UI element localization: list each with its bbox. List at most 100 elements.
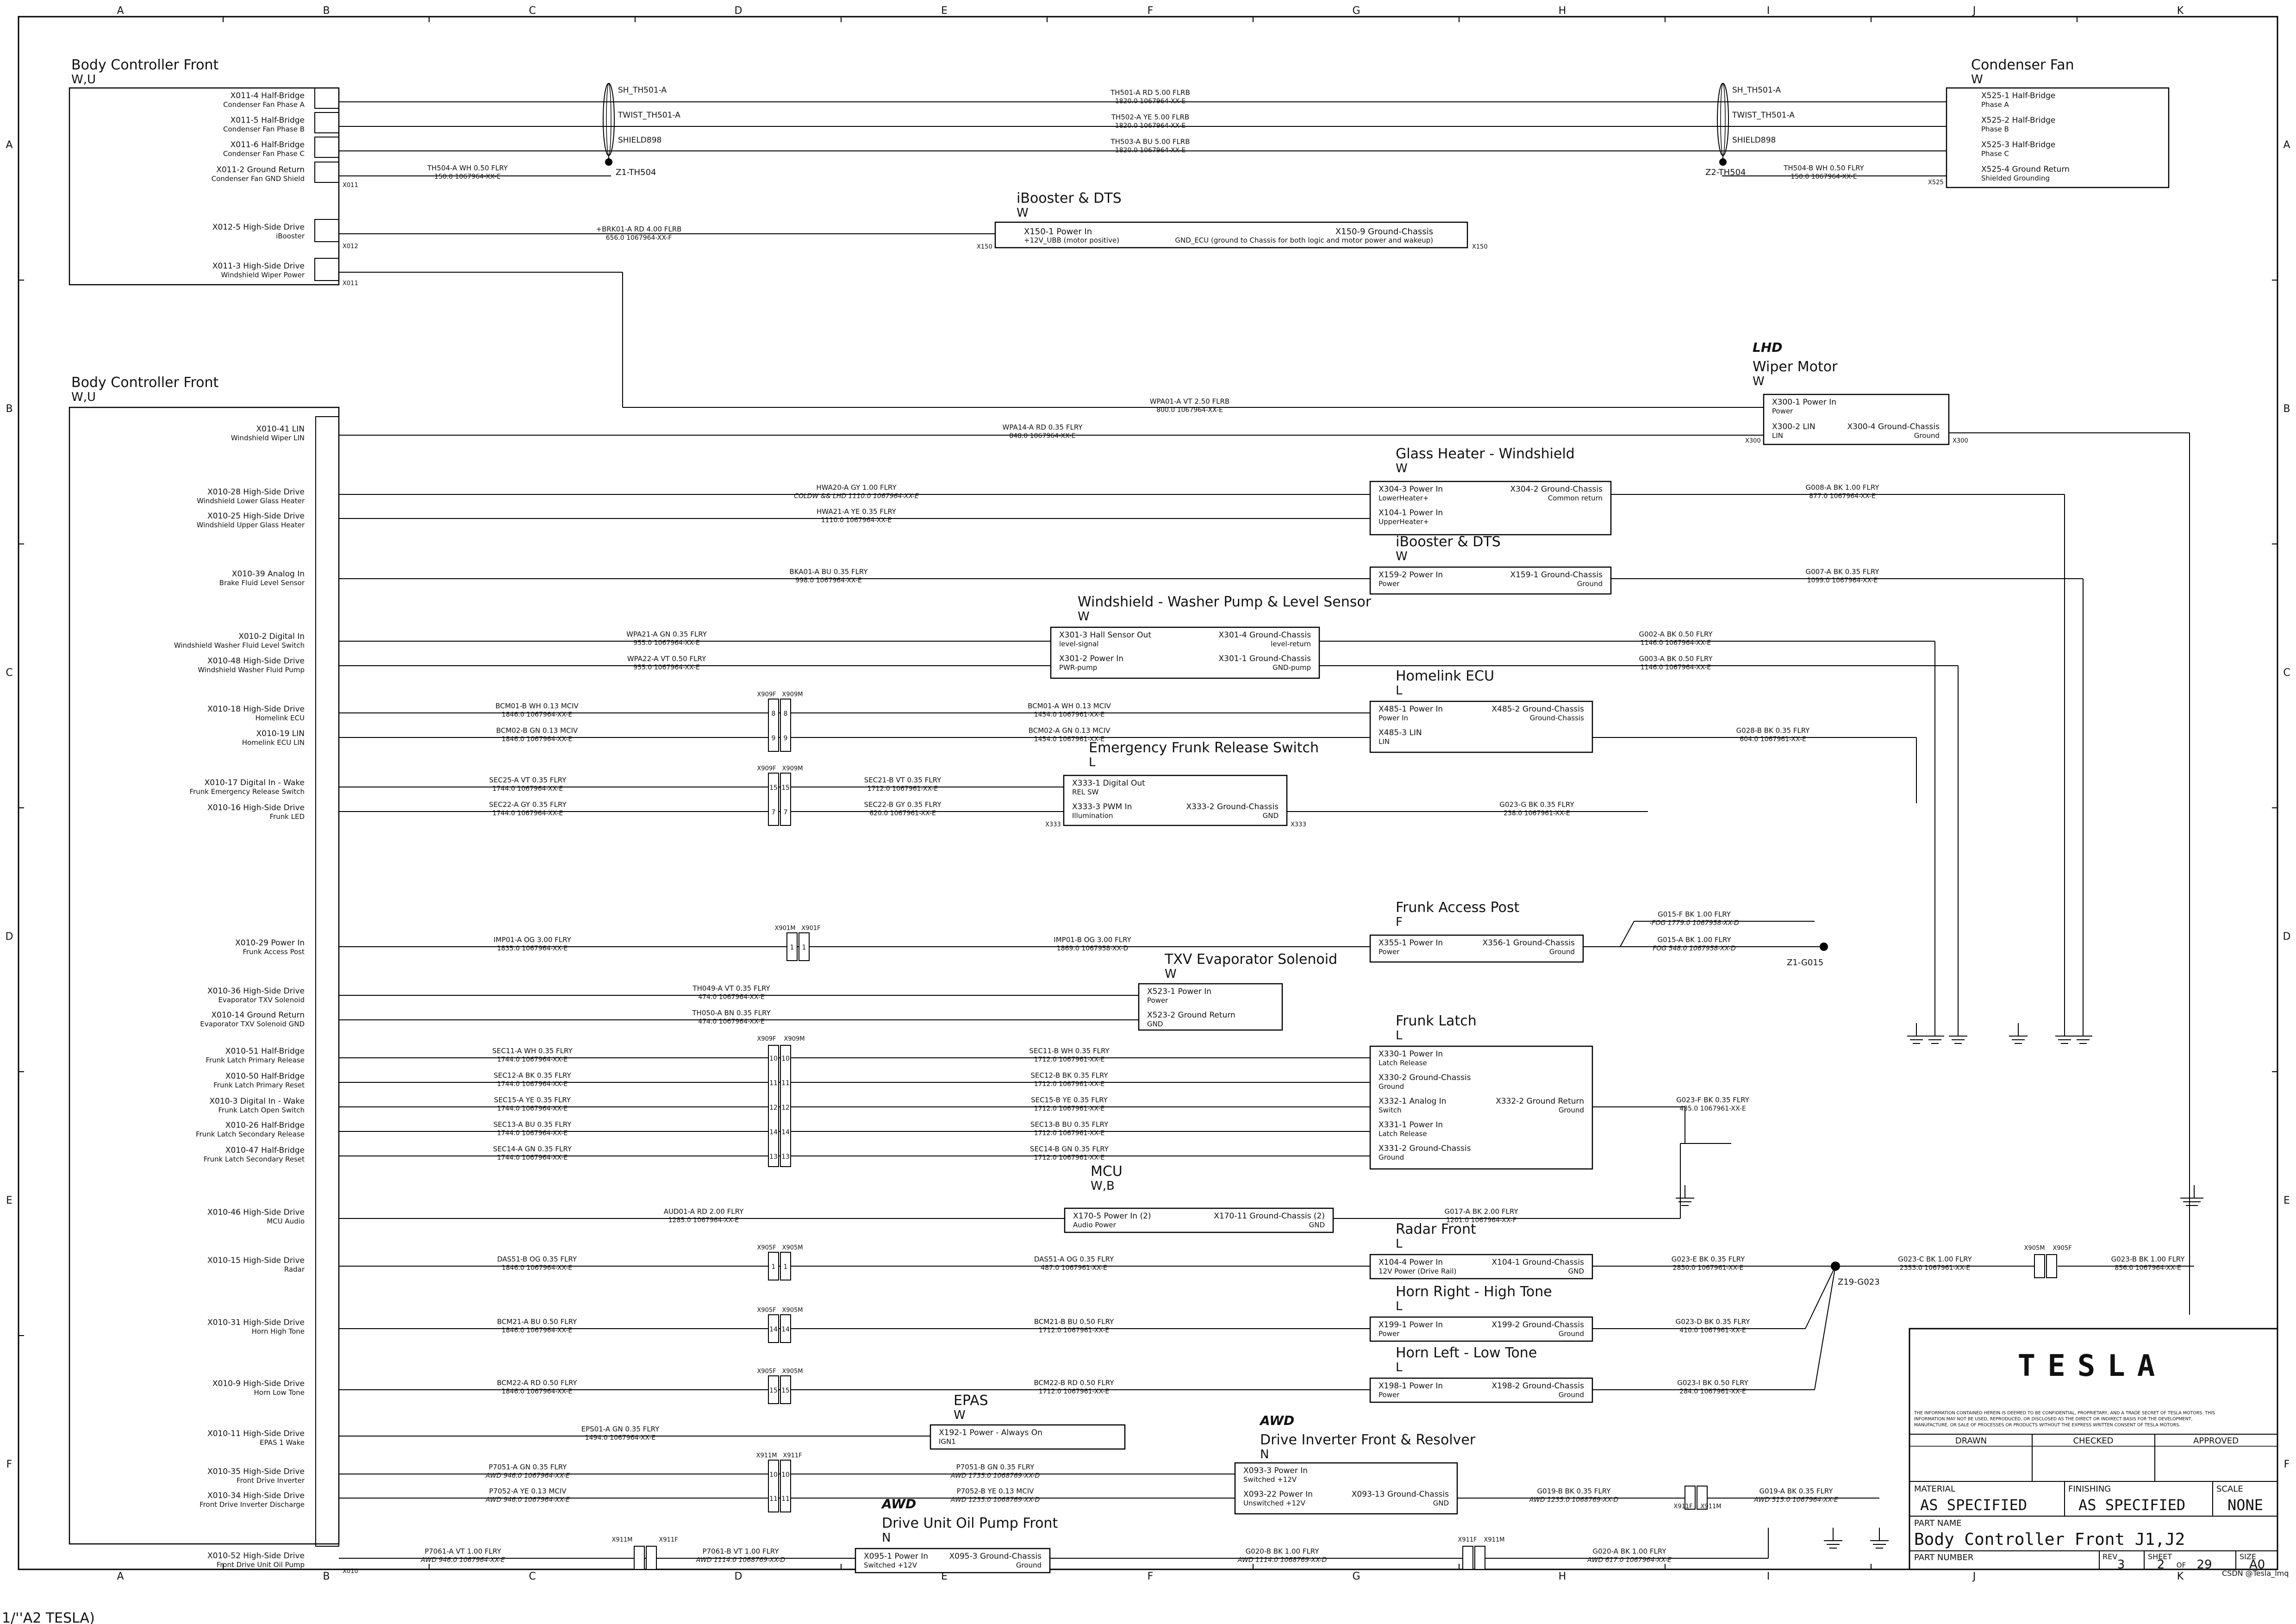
pin-label: X104-4 Power In bbox=[1379, 1258, 1443, 1267]
connector-tag: X333 bbox=[1045, 821, 1061, 828]
inline-connector-left bbox=[1462, 1546, 1473, 1570]
wire-length-bcm01b: 1846.0 1067964-XX-E bbox=[502, 711, 573, 718]
wire-id-bcm02b: BCM02-B GN 0.13 MCIV bbox=[496, 726, 578, 735]
inline-connector-right bbox=[780, 773, 791, 826]
wire-length-th503a: 1820.0 1067964-XX-E bbox=[1115, 147, 1186, 154]
finishing-label: FINISHING bbox=[2068, 1484, 2111, 1494]
chassis-ground-symbol bbox=[1870, 1528, 1889, 1549]
wire-id-sec12b: SEC12-B BK 0.35 FLRY bbox=[1030, 1071, 1108, 1080]
bcf2-pin-desc: Evaporator TXV Solenoid GND bbox=[200, 1020, 305, 1028]
condenser-pin: X525-4 Ground Return bbox=[1981, 165, 2070, 174]
twist-label: TWIST_TH501-A bbox=[1732, 111, 1795, 120]
pin-label: X093-13 Ground-Chassis bbox=[1352, 1490, 1449, 1499]
grid-row-right-D: D bbox=[2283, 931, 2291, 943]
pin-label: X104-1 Ground-Chassis bbox=[1492, 1258, 1585, 1267]
bcf2-pin-desc: Horn High Tone bbox=[252, 1327, 305, 1336]
wire-id-wpa14a: WPA14-A RD 0.35 FLRY bbox=[1003, 423, 1083, 431]
grid-row-left-D: D bbox=[6, 931, 13, 943]
module-location: W,U bbox=[71, 390, 96, 404]
title-block-frame bbox=[1909, 1328, 2278, 1570]
pin-label: X330-2 Ground-Chassis bbox=[1379, 1073, 1471, 1082]
splice-label: Z19-G023 bbox=[1838, 1277, 1880, 1287]
module-title: Windshield - Washer Pump & Level Sensor bbox=[1078, 594, 1372, 610]
pin-label-desc: Ground bbox=[1914, 431, 1940, 440]
pin-label-desc: Power In bbox=[1379, 714, 1408, 722]
bcf1-pin: X011-3 High-Side Drive bbox=[212, 262, 305, 271]
wire-length-sec13b: 1712.0 1067961-XX-E bbox=[1034, 1130, 1105, 1137]
chassis-ground-symbol bbox=[1676, 1185, 1694, 1206]
wire-id-wpa21a: WPA21-A GN 0.35 FLRY bbox=[626, 630, 707, 638]
inline-pin-num: 11 bbox=[781, 1495, 790, 1503]
scale-label: SCALE bbox=[2216, 1484, 2243, 1494]
approved-label: APPROVED bbox=[2193, 1436, 2239, 1446]
wire-length-g023b: 856.0 1067964-XX-E bbox=[2115, 1264, 2181, 1272]
inline-connector-left bbox=[768, 773, 779, 826]
condenser-fan-box bbox=[1946, 87, 2170, 188]
inline-tag: X909F bbox=[757, 1036, 776, 1043]
bcf2-module-box bbox=[69, 406, 340, 1545]
inline-tag: X905F bbox=[757, 1307, 776, 1314]
bcf2-pin: X010-11 High-Side Drive bbox=[207, 1429, 305, 1438]
module-title: Body Controller Front bbox=[71, 375, 218, 391]
inline-tag: X905M bbox=[2024, 1245, 2045, 1252]
grid-row-left-A: A bbox=[6, 139, 12, 151]
module-title: Drive Inverter Front & Resolver bbox=[1260, 1432, 1476, 1448]
wire-id-imp01a: IMP01-A OG 3.00 FLRY bbox=[493, 936, 571, 944]
condenser-pin-desc: Phase C bbox=[1981, 150, 2009, 158]
wire-length-th501a: 1820.0 1067964-XX-E bbox=[1115, 98, 1186, 105]
module-location: W bbox=[1753, 375, 1765, 388]
wire-id-g019b: G019-B BK 0.35 FLRY bbox=[1537, 1487, 1611, 1495]
module-location: F bbox=[1396, 915, 1403, 929]
inline-tag: X909M bbox=[782, 765, 803, 772]
inline-tag: X905M bbox=[782, 1244, 803, 1251]
wire-length-brk01a: 656.0 1067964-XX-F bbox=[606, 234, 672, 242]
grid-col-top-H: H bbox=[1559, 5, 1566, 17]
bcf2-pin: X010-14 Ground Return bbox=[211, 1011, 305, 1020]
bcf1-pin-frame bbox=[314, 112, 339, 133]
pin-label: X095-1 Power In bbox=[864, 1552, 928, 1561]
wire-length-sec13a: 1744.0 1067964-XX-E bbox=[497, 1130, 568, 1137]
connector-tag: X011 bbox=[343, 182, 358, 189]
glass-box bbox=[1369, 481, 1612, 536]
dif-box bbox=[1234, 1462, 1458, 1515]
wire-id-eps01a: EPS01-A GN 0.35 FLRY bbox=[581, 1425, 660, 1433]
module-location: L bbox=[1396, 1361, 1403, 1374]
module-location: L bbox=[1396, 1237, 1403, 1251]
module-title: Horn Left - Low Tone bbox=[1396, 1345, 1537, 1361]
wire-id-g008a: G008-A BK 1.00 FLRY bbox=[1805, 483, 1879, 492]
bcf2-pin-desc: Windshield Lower Glass Heater bbox=[197, 497, 305, 505]
grid-col-bottom-F: F bbox=[1148, 1571, 1154, 1582]
inline-pin-num: 11 bbox=[769, 1080, 778, 1087]
wire-id-th050a: TH050-A BN 0.35 FLRY bbox=[692, 1009, 771, 1017]
pin-label: X523-1 Power In bbox=[1147, 987, 1211, 996]
shield-label: SH_TH501-A bbox=[618, 86, 667, 95]
wire-id-hwa20a: HWA20-A GY 1.00 FLRY bbox=[816, 483, 897, 492]
bcf1-pin: X011-2 Ground Return bbox=[216, 165, 305, 175]
wire-id-sec11a: SEC11-A WH 0.35 FLRY bbox=[492, 1047, 573, 1055]
grid-row-right-B: B bbox=[2283, 403, 2290, 415]
inline-pin-num: 7 bbox=[784, 809, 788, 816]
inline-tag: X911F bbox=[1458, 1537, 1477, 1543]
grid-col-bottom-K: K bbox=[2177, 1571, 2184, 1582]
wire-id-brk01a: +BRK01-A RD 4.00 FLRB bbox=[596, 225, 682, 233]
pin-label: X485-1 Power In bbox=[1379, 705, 1443, 714]
inline-connector-right bbox=[799, 932, 810, 961]
inline-pin-num: 11 bbox=[781, 1080, 790, 1087]
pin-label-desc: Switch bbox=[1379, 1106, 1402, 1114]
wire-length-g003a: 1146.0 1067964-XX-E bbox=[1641, 664, 1711, 671]
pin-label-desc: REL SW bbox=[1072, 788, 1099, 796]
bcf1-pin-frame bbox=[314, 162, 339, 183]
sheet-label: SHEET bbox=[2148, 1552, 2172, 1561]
oilpump-box bbox=[855, 1548, 1051, 1574]
pin-label-desc: GND-pump bbox=[1273, 663, 1311, 672]
inline-connector-left bbox=[768, 1460, 779, 1512]
shield-number: SHIELD898 bbox=[618, 136, 661, 145]
wire-id-th049a: TH049-A VT 0.35 FLRY bbox=[692, 984, 770, 993]
wire-length-sec21b: 1712.0 1067961-XX-E bbox=[867, 785, 938, 793]
inline-pin-num: 9 bbox=[784, 735, 788, 742]
inline-connector-left bbox=[1685, 1486, 1696, 1510]
wire-length-wpa22a: 955.0 1067964-XX-E bbox=[633, 664, 700, 671]
inline-connector-right bbox=[646, 1546, 657, 1570]
module-location: W bbox=[1078, 610, 1090, 624]
